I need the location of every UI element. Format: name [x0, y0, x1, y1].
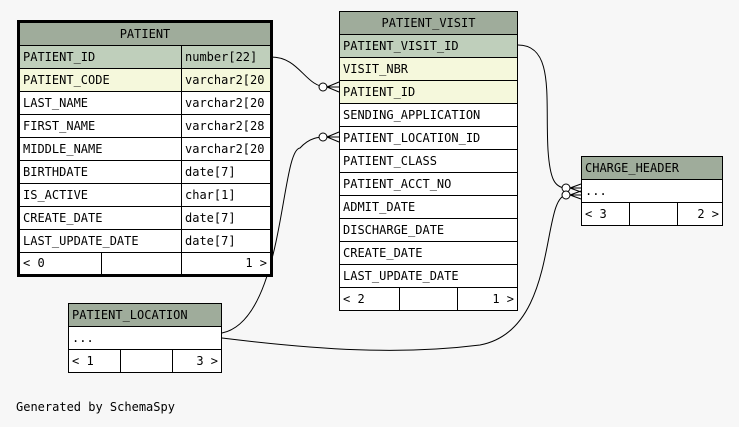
column-name: LAST_UPDATE_DATE [343, 269, 459, 283]
table-row[interactable]: PATIENT_CODE varchar2[20 [20, 69, 270, 92]
column-name: PATIENT_CLASS [343, 154, 437, 168]
table-row[interactable]: LAST_NAME varchar2[20 [20, 92, 270, 115]
column-name: PATIENT_ID [23, 50, 96, 64]
edge-patient-to-visit [270, 56, 328, 88]
table-row[interactable]: MIDDLE_NAME varchar2[20 [20, 138, 270, 161]
column-type: date[7] [181, 161, 270, 183]
column-type: char[1] [181, 184, 270, 206]
table-row[interactable]: PATIENT_ACCT_NO [340, 173, 517, 196]
table-row[interactable]: BIRTHDATE date[7] [20, 161, 270, 184]
column-name: MIDDLE_NAME [23, 142, 103, 156]
column-name: CREATE_DATE [343, 246, 423, 260]
generated-by-caption: Generated by SchemaSpy [16, 400, 175, 414]
optional-marker [318, 132, 328, 142]
charge-header-table[interactable]: CHARGE_HEADER ... < 3 2 > [581, 156, 723, 226]
column-type: varchar2[28 [181, 115, 270, 137]
edge-visit-to-charge [517, 44, 566, 189]
table-row[interactable]: CREATE_DATE [340, 242, 517, 265]
children-count[interactable]: 2 > [697, 207, 719, 221]
column-name: BIRTHDATE [23, 165, 89, 179]
table-row[interactable]: VISIT_NBR [340, 58, 517, 81]
table-title: PATIENT_LOCATION [69, 304, 221, 327]
column-type: varchar2[20 [181, 92, 270, 114]
footer-spacer [102, 253, 182, 274]
footer-spacer [630, 203, 678, 225]
children-count[interactable]: 3 > [196, 354, 218, 368]
optional-marker [561, 190, 571, 200]
column-name: CREATE_DATE [23, 211, 103, 225]
column-name: PATIENT_VISIT_ID [343, 39, 459, 53]
parents-count[interactable]: < 2 [340, 288, 400, 310]
table-row[interactable]: PATIENT_ID number[22] [20, 46, 270, 69]
table-title: PATIENT_VISIT [340, 12, 517, 35]
table-row[interactable]: FIRST_NAME varchar2[28 [20, 115, 270, 138]
crowfoot-marker [569, 183, 582, 193]
column-name: PATIENT_ACCT_NO [343, 177, 452, 191]
column-name: DISCHARGE_DATE [343, 223, 445, 237]
table-row[interactable]: LAST_UPDATE_DATE date[7] [20, 230, 270, 253]
column-type: date[7] [181, 207, 270, 229]
column-name: FIRST_NAME [23, 119, 96, 133]
table-row[interactable]: ADMIT_DATE [340, 196, 517, 219]
table-row[interactable]: CREATE_DATE date[7] [20, 207, 270, 230]
column-name: PATIENT_CODE [23, 73, 110, 87]
crowfoot-marker [326, 81, 340, 93]
column-type: varchar2[20 [181, 138, 270, 160]
collapsed-columns: ... [72, 331, 94, 345]
table-row[interactable]: SENDING_APPLICATION [340, 104, 517, 127]
table-row[interactable]: LAST_UPDATE_DATE [340, 265, 517, 288]
parents-count[interactable]: < 0 [20, 253, 102, 274]
column-name: SENDING_APPLICATION [343, 108, 481, 122]
children-count[interactable]: 1 > [492, 292, 514, 306]
edge-location-to-visit [221, 136, 326, 334]
parents-count[interactable]: < 3 [582, 203, 630, 225]
column-name: LAST_UPDATE_DATE [23, 234, 139, 248]
table-row[interactable]: PATIENT_LOCATION_ID [340, 127, 517, 150]
column-type: date[7] [181, 230, 270, 252]
column-type: number[22] [181, 46, 270, 68]
column-name: LAST_NAME [23, 96, 89, 110]
table-row[interactable]: PATIENT_ID [340, 81, 517, 104]
table-row[interactable]: DISCHARGE_DATE [340, 219, 517, 242]
column-name: PATIENT_LOCATION_ID [343, 131, 481, 145]
edge-location-to-charge [221, 194, 568, 351]
table-title: CHARGE_HEADER [582, 157, 722, 180]
column-name: PATIENT_ID [343, 85, 416, 99]
table-row[interactable]: PATIENT_CLASS [340, 150, 517, 173]
children-count[interactable]: 1 > [245, 256, 267, 270]
crowfoot-marker [326, 131, 340, 143]
parents-count[interactable]: < 1 [69, 350, 121, 372]
footer-spacer [121, 350, 173, 372]
table-row[interactable]: PATIENT_VISIT_ID [340, 35, 517, 58]
table-row[interactable]: IS_ACTIVE char[1] [20, 184, 270, 207]
patient-location-table[interactable]: PATIENT_LOCATION ... < 1 3 > [68, 303, 222, 373]
footer-spacer [400, 288, 458, 310]
crowfoot-marker [569, 190, 582, 200]
column-name: IS_ACTIVE [23, 188, 89, 202]
table-title: PATIENT [20, 23, 270, 46]
collapsed-columns: ... [585, 184, 607, 198]
optional-marker [318, 82, 328, 92]
column-name: ADMIT_DATE [343, 200, 416, 214]
column-type: varchar2[20 [181, 69, 270, 91]
patient-visit-table[interactable]: PATIENT_VISIT PATIENT_VISIT_ID VISIT_NBR P… [339, 11, 518, 311]
column-name: VISIT_NBR [343, 62, 409, 76]
